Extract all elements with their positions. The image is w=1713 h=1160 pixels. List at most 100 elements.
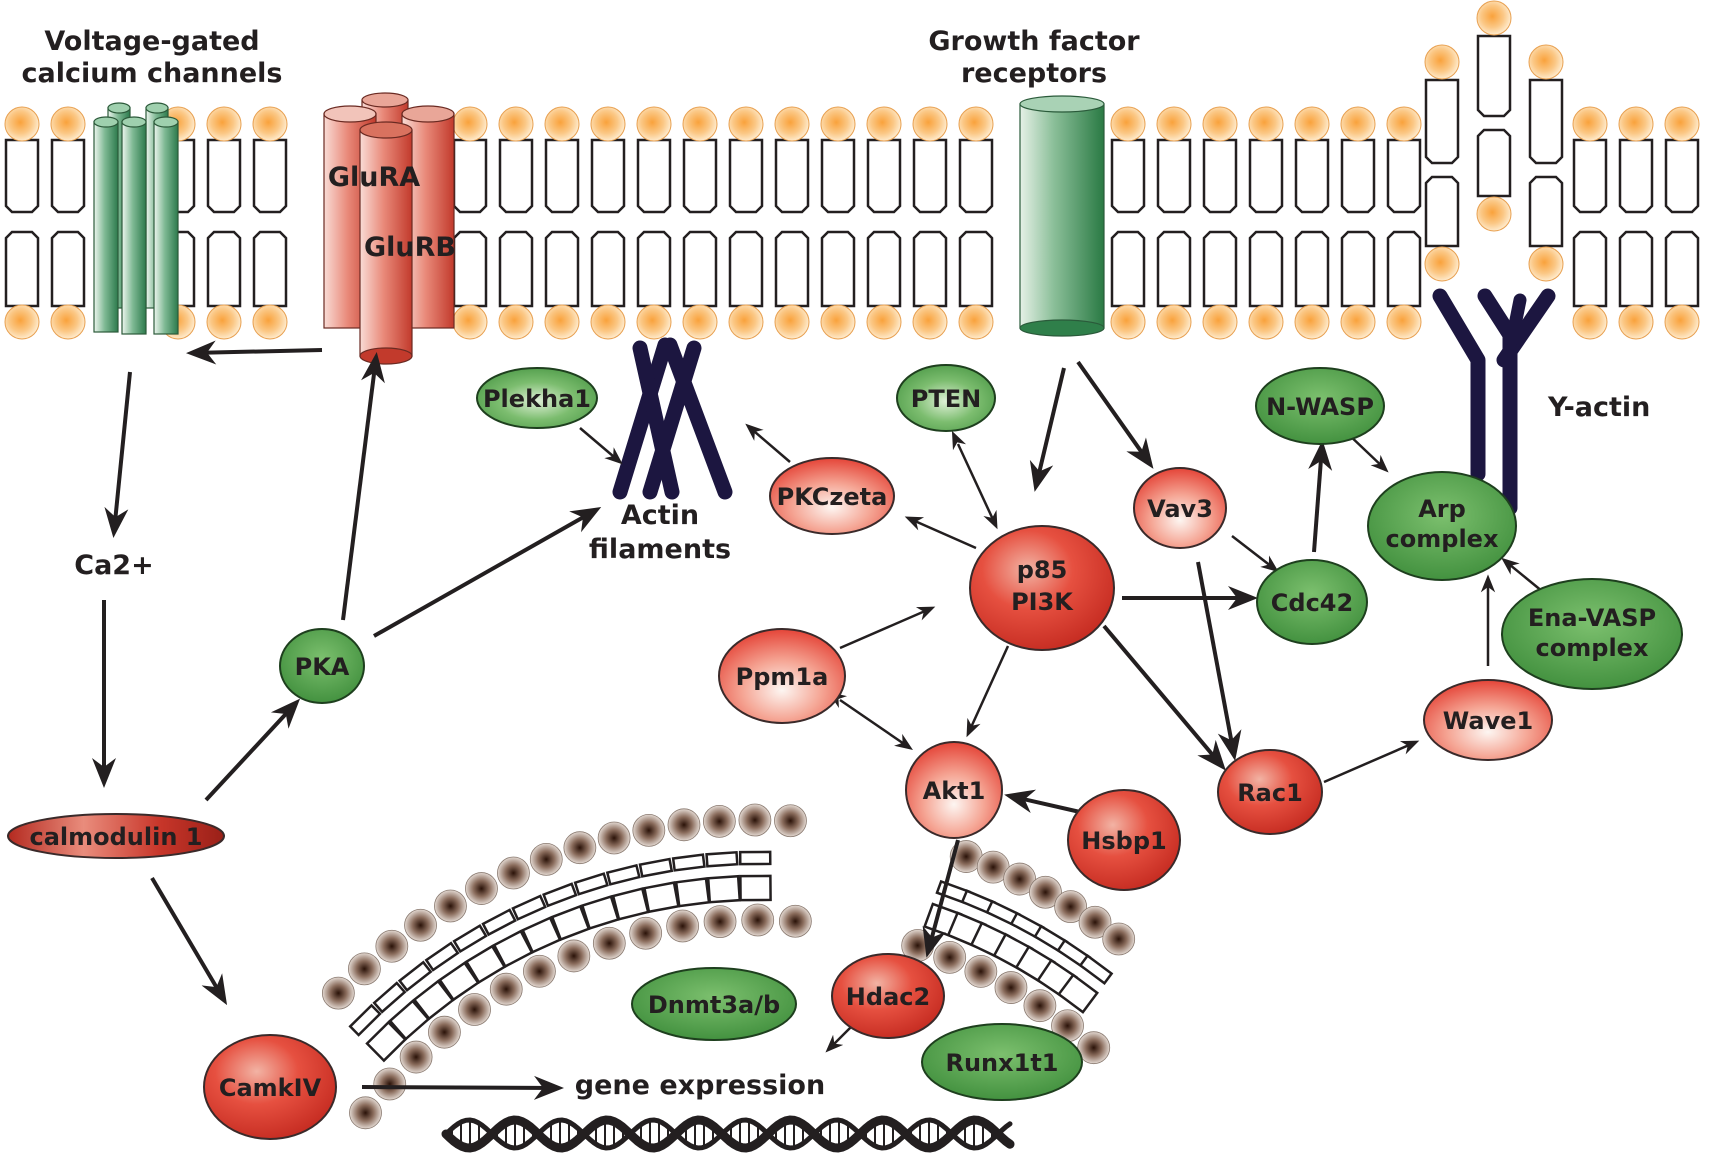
nuclear-lipid-tail bbox=[464, 944, 507, 984]
node-pkczeta[interactable]: PKCzeta bbox=[769, 457, 895, 535]
lipid-head bbox=[912, 106, 948, 142]
lipid-head bbox=[1386, 304, 1422, 340]
lipid-tail bbox=[252, 230, 288, 308]
lipid-head bbox=[544, 304, 580, 340]
lipid-head bbox=[1156, 304, 1192, 340]
arrow-gfr-to-p85 bbox=[1029, 367, 1066, 492]
nuclear-lipid-head bbox=[321, 976, 355, 1010]
nuclear-lipid-head bbox=[933, 940, 967, 974]
nuclear-lipid-tail bbox=[521, 916, 562, 954]
arrow-pkczeta-to-actin bbox=[745, 423, 791, 463]
arrow-camkiv-to-gene-expression bbox=[361, 1075, 564, 1100]
nuclear-lipid-head bbox=[702, 804, 736, 838]
node-rac1[interactable]: Rac1 bbox=[1217, 749, 1323, 835]
nuclear-lipid-head bbox=[994, 971, 1028, 1004]
lipid-tail bbox=[1110, 138, 1146, 214]
lipid-tail bbox=[774, 138, 810, 214]
dna-helix-icon bbox=[441, 1115, 1015, 1153]
lipid-tail bbox=[1156, 138, 1192, 214]
lipid-head bbox=[820, 106, 856, 142]
lipid-tail bbox=[1294, 230, 1330, 308]
arrow-calmodulin-to-pka bbox=[204, 698, 301, 802]
nuclear-lipid-tail bbox=[1057, 973, 1099, 1014]
node-hsbp1[interactable]: Hsbp1 bbox=[1067, 789, 1181, 891]
nuclear-lipid-tail bbox=[492, 929, 534, 969]
node-plekha1-label: Plekha1 bbox=[483, 385, 591, 413]
arrow-vav3-to-cdc42 bbox=[1231, 535, 1279, 573]
lipid-head bbox=[1476, 0, 1512, 36]
node-cdc42[interactable]: Cdc42 bbox=[1256, 559, 1368, 645]
lipid-head bbox=[958, 304, 994, 340]
node-vav3-label: Vav3 bbox=[1147, 495, 1213, 523]
nuclear-lipid-tail bbox=[365, 1020, 408, 1063]
dna-strand bbox=[441, 1115, 1015, 1153]
lipid-head bbox=[1156, 106, 1192, 142]
lipid-tail bbox=[1202, 138, 1238, 214]
lipid-head bbox=[1528, 44, 1564, 80]
nuclear-lipid-head bbox=[778, 904, 812, 938]
nuclear-lipid-head bbox=[497, 856, 530, 890]
node-hsbp1-label: Hsbp1 bbox=[1081, 827, 1166, 855]
node-hdac2[interactable]: Hdac2 bbox=[831, 953, 945, 1039]
node-camkiv[interactable]: CamkIV bbox=[203, 1034, 337, 1140]
nuclear-lipid-head bbox=[399, 1040, 433, 1074]
nuclear-lipid-head bbox=[1054, 890, 1088, 924]
node-enavasp-label-line2: complex bbox=[1536, 634, 1649, 662]
lipid-tail bbox=[1248, 138, 1284, 214]
lipid-tail bbox=[498, 230, 534, 308]
nuclear-lipid-head bbox=[428, 1015, 461, 1049]
node-p85-label-line1: p85 bbox=[1017, 556, 1068, 584]
lipid-head bbox=[544, 106, 580, 142]
lipid-tail bbox=[1110, 230, 1146, 308]
nuclear-lipid-tail bbox=[511, 894, 547, 921]
node-ena-vasp-complex[interactable]: Ena-VASP complex bbox=[1501, 578, 1683, 690]
node-dnmt-label: Dnmt3a/b bbox=[648, 991, 780, 1019]
lipid-head bbox=[252, 304, 288, 340]
lipid-tail bbox=[1572, 138, 1608, 214]
nuclear-lipid-head bbox=[1077, 1031, 1111, 1065]
node-nwasp[interactable]: N-WASP bbox=[1255, 367, 1385, 445]
lipid-head bbox=[774, 106, 810, 142]
node-enavasp-label-line1: Ena-VASP bbox=[1528, 604, 1656, 632]
node-p85-pi3k[interactable]: p85 PI3K bbox=[969, 525, 1115, 651]
node-vav3[interactable]: Vav3 bbox=[1133, 467, 1227, 549]
y-actin-icon bbox=[1432, 288, 1556, 516]
lipid-tail bbox=[1202, 230, 1238, 308]
lipid-head bbox=[728, 304, 764, 340]
dna-strand bbox=[443, 1117, 1013, 1151]
node-pten[interactable]: PTEN bbox=[896, 364, 996, 432]
nuclear-lipid-head bbox=[597, 821, 631, 855]
node-pka[interactable]: PKA bbox=[279, 628, 365, 704]
nuclear-lipid-tail bbox=[674, 877, 711, 908]
lipid-head bbox=[682, 106, 718, 142]
lipid-tail bbox=[1664, 138, 1700, 214]
node-arp-complex[interactable]: Arp complex bbox=[1367, 471, 1517, 581]
nuclear-lipid-tail bbox=[397, 960, 433, 992]
lipid-tail bbox=[4, 230, 40, 308]
arrow-ppm1a-akt1 bbox=[828, 691, 913, 751]
node-runx1t1[interactable]: Runx1t1 bbox=[921, 1023, 1083, 1101]
nuclear-lipid-tail bbox=[438, 961, 480, 1002]
lipid-tail bbox=[1528, 175, 1564, 248]
node-wave1[interactable]: Wave1 bbox=[1423, 679, 1553, 761]
lipid-tail bbox=[590, 138, 626, 214]
node-ppm1a[interactable]: Ppm1a bbox=[718, 628, 846, 724]
node-calmodulin-1[interactable]: calmodulin 1 bbox=[7, 813, 225, 859]
nuclear-lipid-head bbox=[629, 916, 663, 950]
lipid-head bbox=[1202, 106, 1238, 142]
lipid-tail bbox=[958, 138, 994, 214]
lipid-tail bbox=[206, 138, 242, 214]
node-plekha1[interactable]: Plekha1 bbox=[476, 367, 598, 429]
lipid-head bbox=[1572, 304, 1608, 340]
nuclear-lipid-tail bbox=[1078, 953, 1114, 986]
lipid-tail bbox=[544, 230, 580, 308]
nuclear-lipid-head bbox=[741, 903, 775, 937]
node-akt1[interactable]: Akt1 bbox=[905, 741, 1003, 839]
nuclear-lipid-tail bbox=[739, 874, 772, 902]
lipid-head bbox=[912, 304, 948, 340]
nuclear-lipid-tail bbox=[542, 882, 578, 908]
lipid-tail bbox=[1340, 138, 1376, 214]
lipid-head bbox=[498, 304, 534, 340]
node-dnmt3a-b[interactable]: Dnmt3a/b bbox=[631, 967, 797, 1041]
